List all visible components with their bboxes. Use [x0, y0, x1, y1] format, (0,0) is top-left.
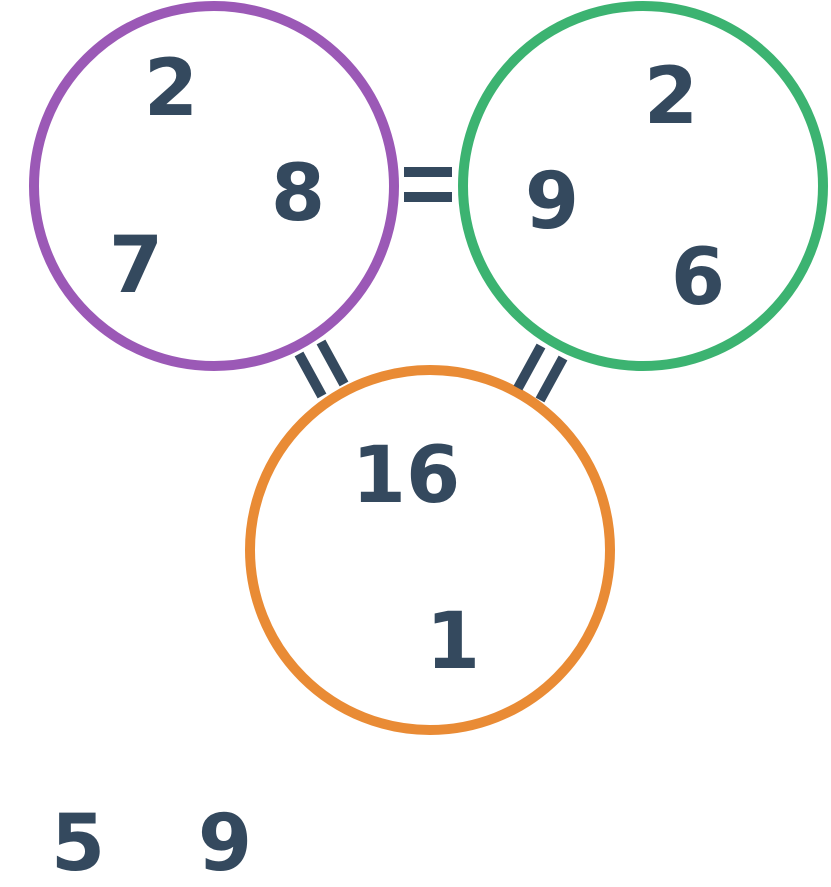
- orange-number-bottom: 1: [426, 597, 480, 687]
- green-circle: [458, 1, 828, 371]
- equals-connector-left: [294, 339, 349, 399]
- orange-circle: [245, 365, 615, 735]
- purple-number-top: 2: [144, 44, 198, 134]
- purple-number-bottom-left: 7: [109, 221, 163, 311]
- purple-number-right: 8: [271, 149, 325, 239]
- equals-connector-right: [513, 343, 568, 403]
- green-number-top: 2: [644, 52, 698, 142]
- green-number-left: 9: [525, 157, 579, 247]
- answer-option-2[interactable]: 9: [198, 799, 252, 887]
- answer-option-1[interactable]: 5: [51, 799, 105, 887]
- green-number-bottom-right: 6: [671, 233, 725, 323]
- orange-number-top: 16: [352, 431, 461, 521]
- purple-circle: [29, 1, 399, 371]
- equals-connector-top: [404, 167, 452, 202]
